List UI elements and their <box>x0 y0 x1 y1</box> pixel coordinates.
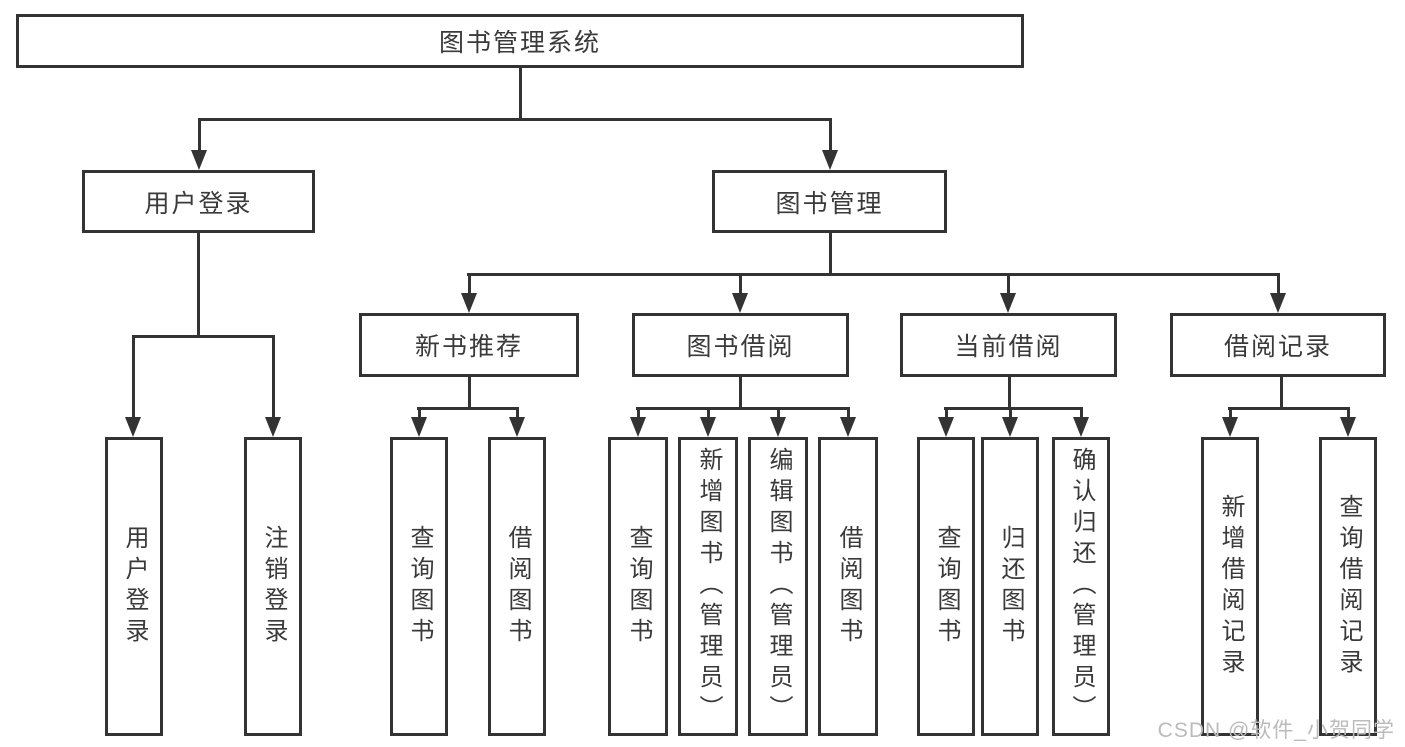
node-query-book: 查询图书 <box>390 437 448 736</box>
connector-line <box>847 407 850 419</box>
arrowhead-icon <box>840 417 856 437</box>
node-return-book: 归还图书 <box>981 437 1039 736</box>
node-borrow-record: 借阅记录 <box>1170 313 1386 377</box>
node-query-borrow-record: 查询借阅记录 <box>1319 437 1377 736</box>
node-current-borrow: 当前借阅 <box>900 313 1117 377</box>
arrowhead-icon <box>700 417 716 437</box>
connector-line <box>636 407 850 410</box>
node-add-book-admin: 新增图书（管理员） <box>678 437 738 736</box>
node-add-borrow-record: 新增借阅记录 <box>1201 437 1259 736</box>
connector-line <box>1280 377 1283 409</box>
node-user-login-leaf: 用户登录 <box>105 437 163 736</box>
connector-line <box>1009 407 1012 419</box>
connector-line <box>1228 407 1350 410</box>
connector-line <box>417 407 519 410</box>
connector-line <box>519 68 522 118</box>
arrowhead-icon <box>770 417 786 437</box>
arrowhead-icon <box>265 417 281 437</box>
node-user-login: 用户登录 <box>82 170 315 233</box>
connector-line <box>739 273 742 295</box>
arrowhead-icon <box>938 417 954 437</box>
connector-line <box>198 118 832 121</box>
connector-line <box>467 273 1279 276</box>
csdn-watermark: CSDN @软件_小贺同学 <box>1157 719 1395 742</box>
arrowhead-icon <box>1222 417 1238 437</box>
connector-line <box>132 335 135 419</box>
connector-line <box>1008 377 1011 409</box>
node-edit-book-admin: 编辑图书（管理员） <box>748 437 808 736</box>
connector-line <box>1229 407 1232 419</box>
connector-line <box>739 377 742 409</box>
node-root: 图书管理系统 <box>16 14 1024 68</box>
arrowhead-icon <box>411 417 427 437</box>
node-query-book: 查询图书 <box>917 437 975 736</box>
node-book-mgmt: 图书管理 <box>712 170 947 233</box>
arrowhead-icon <box>1270 293 1286 313</box>
connector-line <box>516 407 519 419</box>
connector-line <box>829 233 832 275</box>
connector-line <box>777 407 780 419</box>
node-new-book: 新书推荐 <box>359 313 579 377</box>
connector-line <box>944 407 1083 410</box>
connector-line <box>945 407 948 419</box>
connector-line <box>1347 407 1350 419</box>
connector-line <box>829 118 832 152</box>
arrowhead-icon <box>630 417 646 437</box>
node-borrow-book: 借阅图书 <box>488 437 546 736</box>
node-confirm-return-admin: 确认归还（管理员） <box>1052 437 1110 736</box>
connector-line <box>1080 407 1083 419</box>
arrowhead-icon <box>461 293 477 313</box>
arrowhead-icon <box>191 150 207 170</box>
arrowhead-icon <box>1073 417 1089 437</box>
connector-line <box>197 233 200 335</box>
connector-line <box>418 407 421 419</box>
node-logout: 注销登录 <box>244 437 302 736</box>
connector-line <box>707 407 710 419</box>
node-book-borrow: 图书借阅 <box>632 313 849 377</box>
arrowhead-icon <box>125 417 141 437</box>
connector-line <box>468 273 471 295</box>
arrowhead-icon <box>732 293 748 313</box>
arrowhead-icon <box>1340 417 1356 437</box>
arrowhead-icon <box>1002 417 1018 437</box>
connector-line <box>637 407 640 419</box>
connector-line <box>1007 273 1010 295</box>
connector-line <box>1277 273 1280 295</box>
connector-line <box>468 377 471 409</box>
arrowhead-icon <box>1000 293 1016 313</box>
node-borrow-book: 借阅图书 <box>818 437 878 736</box>
connector-line <box>272 335 275 419</box>
connector-line <box>132 335 274 338</box>
arrowhead-icon <box>509 417 525 437</box>
node-query-book: 查询图书 <box>608 437 668 736</box>
connector-line <box>198 118 201 152</box>
arrowhead-icon <box>822 150 838 170</box>
